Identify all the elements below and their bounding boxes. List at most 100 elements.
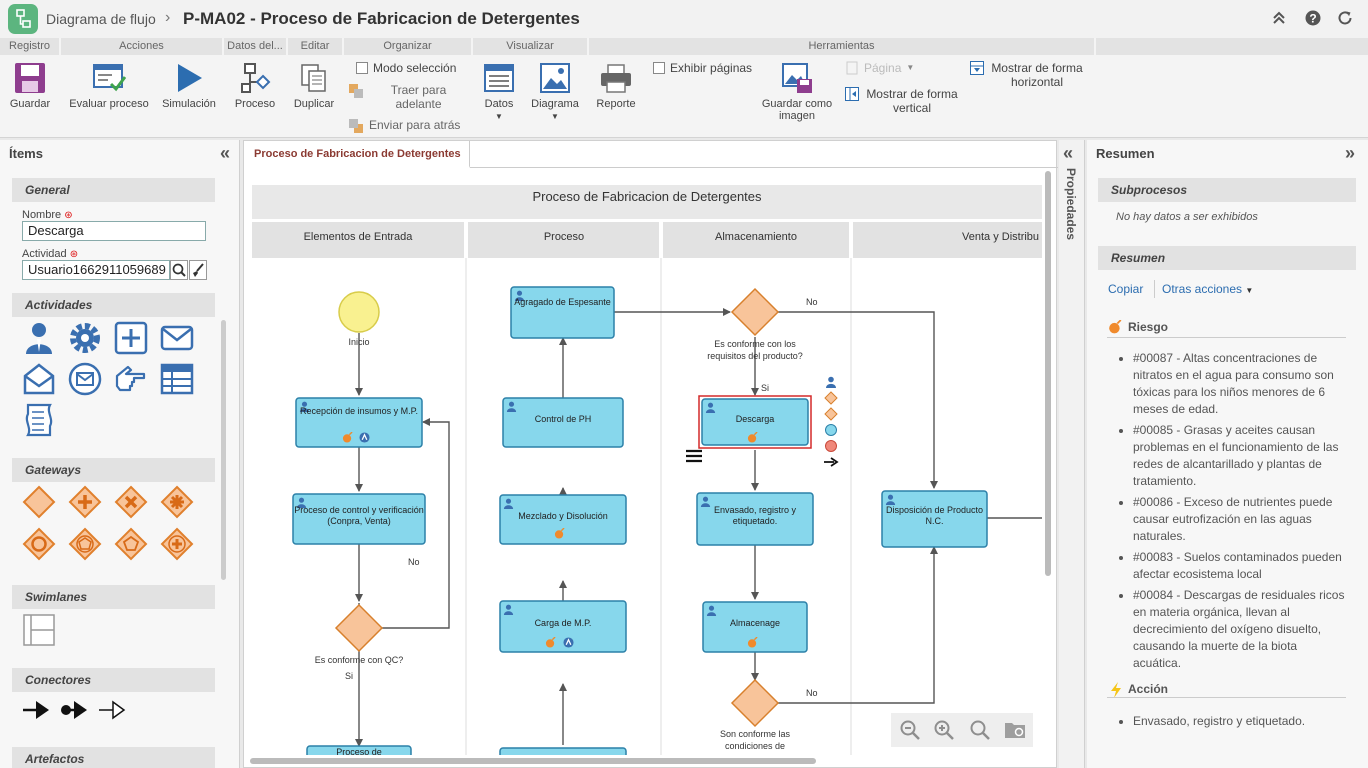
checkbox-box[interactable] <box>653 62 665 74</box>
activity-input[interactable]: Usuario1662911059689 - <box>22 260 170 280</box>
section-conectores[interactable]: Conectores <box>12 668 215 692</box>
diagram-area[interactable]: Proceso de Fabricacion de Detergentes El… <box>252 185 1042 755</box>
task-recepcion[interactable]: Recepción de insumos y M.P. <box>295 397 423 448</box>
task-descarga-selected[interactable]: Descarga <box>698 395 812 449</box>
task-control-ph[interactable]: Control de PH <box>502 397 624 448</box>
gear-icon[interactable] <box>68 321 102 355</box>
vertical-view-button[interactable]: Mostrar de forma vertical <box>845 87 960 115</box>
help-icon[interactable]: ? <box>1305 10 1321 31</box>
copy-link[interactable]: Copiar <box>1108 282 1144 296</box>
user-task-icon[interactable] <box>22 321 56 355</box>
show-pages-checkbox[interactable]: Exhibir páginas <box>653 61 752 75</box>
save-image-button[interactable]: Guardar como imagen <box>756 62 838 122</box>
zoom-fit-icon[interactable] <box>969 719 991 741</box>
add-gateway-icon[interactable] <box>824 391 838 405</box>
collapse-up-icon[interactable] <box>1272 10 1286 29</box>
left-panel-scrollbar[interactable] <box>221 320 226 580</box>
task-partial-bottom[interactable] <box>499 747 627 755</box>
send-backward-button[interactable]: Enviar para atrás <box>348 118 460 134</box>
section-gateways[interactable]: Gateways <box>12 458 215 482</box>
add-user-task-icon[interactable] <box>826 376 836 388</box>
zoom-in-icon[interactable] <box>933 719 955 741</box>
properties-sidebar[interactable]: « Propiedades <box>1059 140 1085 768</box>
element-menu-icon[interactable] <box>686 449 702 463</box>
start-event-label: Inicio <box>348 337 369 347</box>
checkbox-box[interactable] <box>356 62 368 74</box>
search-icon[interactable] <box>170 260 188 280</box>
zoom-out-icon[interactable] <box>899 719 921 741</box>
script-task-icon[interactable] <box>22 403 56 437</box>
gateway-requisitos[interactable]: Es conforme con los requisitos del produ… <box>700 287 810 374</box>
refresh-icon[interactable] <box>1337 10 1353 31</box>
horizontal-view-button[interactable]: Mostrar de forma horizontal <box>970 61 1085 89</box>
message-event-icon[interactable] <box>68 362 102 396</box>
bring-forward-button[interactable]: Traer para adelante <box>348 83 468 111</box>
parallel-event-gateway-icon[interactable] <box>160 527 194 561</box>
add-intermediate-event-icon[interactable] <box>825 424 837 436</box>
sequence-flow-icon[interactable] <box>22 699 50 721</box>
task-mezclado[interactable]: Mezclado y Disolución <box>499 494 627 545</box>
association-flow-icon[interactable] <box>60 699 88 721</box>
page-dropdown[interactable]: Página▼ <box>845 61 914 75</box>
folder-search-icon[interactable] <box>1004 719 1028 741</box>
add-end-event-icon[interactable] <box>825 440 837 452</box>
task-agregado[interactable]: Agragado de Espesante <box>510 286 615 339</box>
add-parallel-gateway-icon[interactable] <box>824 407 838 421</box>
more-actions-label: Otras acciones <box>1162 282 1243 296</box>
breadcrumb[interactable]: Diagrama de flujo <box>46 11 156 27</box>
duplicate-button[interactable]: Duplicar <box>290 62 338 110</box>
more-actions-link[interactable]: Otras acciones ▼ <box>1162 282 1253 296</box>
section-actividades[interactable]: Actividades <box>12 293 215 317</box>
inclusive-gateway-icon[interactable] <box>22 527 56 561</box>
gateway-condiciones-label: Son conforme las condiciones de <box>719 729 791 751</box>
section-subprocesos[interactable]: Subprocesos <box>1098 178 1356 202</box>
complex-gateway-icon[interactable] <box>160 485 194 519</box>
collapse-left-icon[interactable]: « <box>220 143 231 163</box>
name-input[interactable]: Descarga <box>22 221 206 241</box>
gateway-qc[interactable]: Es conforme con QC? <box>315 603 404 665</box>
process-data-button[interactable]: Proceso <box>229 62 281 110</box>
vertical-view-label: Mostrar de forma vertical <box>866 87 958 115</box>
receive-message-icon[interactable] <box>22 362 56 396</box>
canvas-horizontal-scrollbar[interactable] <box>250 758 816 764</box>
context-palette[interactable] <box>686 376 839 467</box>
selection-mode-checkbox[interactable]: Modo selección <box>356 61 456 75</box>
evaluate-process-button[interactable]: Evaluar proceso <box>64 62 154 110</box>
parallel-gateway-icon[interactable] <box>68 485 102 519</box>
xor-gateway-icon[interactable] <box>114 485 148 519</box>
task-control-verificacion[interactable]: Proceso de control y verificación (Conpr… <box>292 493 426 545</box>
gateway-condiciones[interactable]: Son conforme las condiciones de <box>700 678 810 754</box>
swimlane-icon[interactable] <box>22 613 56 647</box>
task-almacenaje[interactable]: Almacenage <box>702 601 808 653</box>
diagram-view-button[interactable]: Diagrama ▼ <box>527 62 583 121</box>
section-general[interactable]: General <box>12 178 215 202</box>
task-carga[interactable]: Carga de M.P. <box>499 600 627 653</box>
report-button[interactable]: Reporte <box>594 62 638 110</box>
message-flow-icon[interactable] <box>98 699 126 721</box>
collapse-right-icon[interactable]: » <box>1345 143 1356 163</box>
manual-task-icon[interactable] <box>114 362 148 396</box>
start-event[interactable] <box>338 291 380 333</box>
tab-diagram[interactable]: Proceso de Fabricacion de Detergentes <box>244 141 470 168</box>
section-artefactos[interactable]: Artefactos <box>12 747 215 768</box>
data-view-button[interactable]: Datos ▼ <box>479 62 519 121</box>
task-proceso-de[interactable]: Proceso de <box>306 745 412 755</box>
canvas-vertical-scrollbar[interactable] <box>1045 171 1051 576</box>
save-button[interactable]: Guardar <box>6 62 54 110</box>
section-resumen[interactable]: Resumen <box>1098 246 1356 270</box>
dropdown-arrow-icon: ▼ <box>906 63 915 72</box>
expand-properties-icon[interactable]: « <box>1063 143 1074 163</box>
task-envasado[interactable]: Envasado, registro y etiquetado. <box>696 492 814 546</box>
simulation-button[interactable]: Simulación <box>160 62 218 110</box>
exclusive-gateway-icon[interactable] <box>22 485 56 519</box>
task-disposicion[interactable]: Disposición de Producto N.C. <box>881 490 988 548</box>
control-icon <box>359 432 370 443</box>
clear-brush-icon[interactable] <box>189 260 207 280</box>
section-swimlanes[interactable]: Swimlanes <box>12 585 215 609</box>
subprocess-icon[interactable] <box>114 321 148 355</box>
exclusive-event-gateway-icon[interactable] <box>114 527 148 561</box>
send-message-icon[interactable] <box>160 321 194 355</box>
event-gateway-icon[interactable] <box>68 527 102 561</box>
business-rule-icon[interactable] <box>160 362 194 396</box>
add-connector-icon[interactable] <box>824 457 839 467</box>
